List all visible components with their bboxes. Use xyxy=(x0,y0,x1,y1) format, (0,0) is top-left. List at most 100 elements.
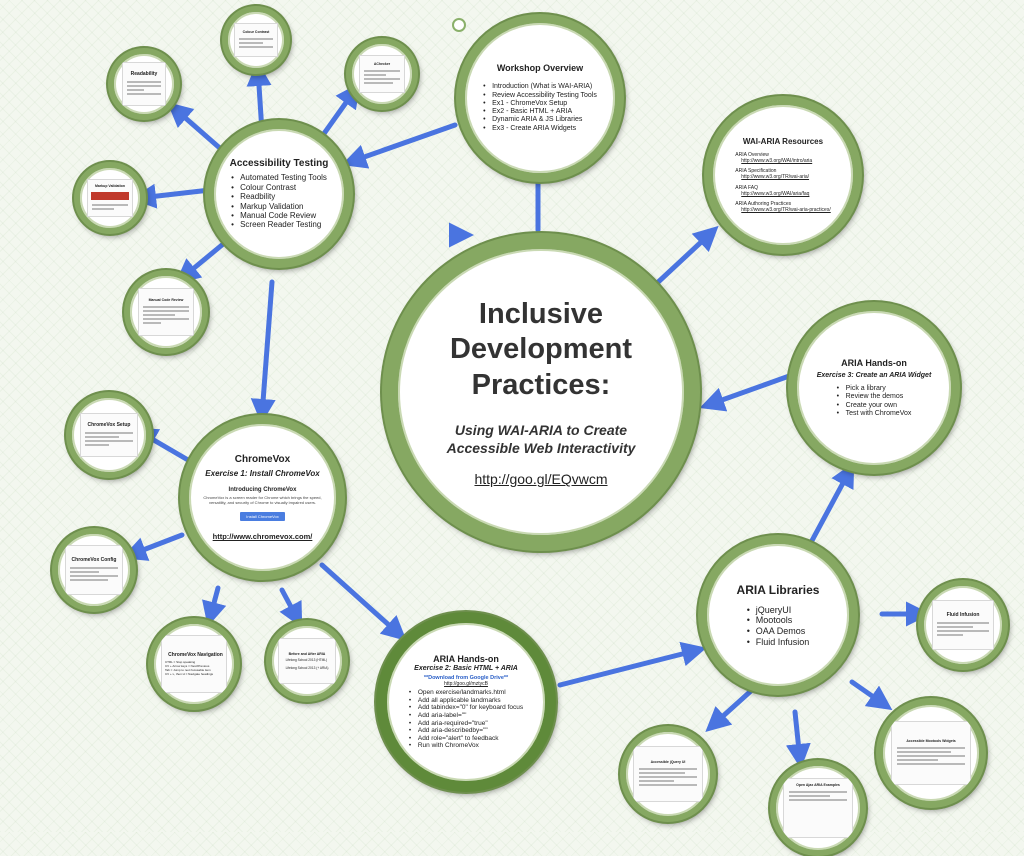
thumb-title: ChromeVox Setup xyxy=(87,422,131,428)
arrow-handson2-to-libraries xyxy=(557,641,707,688)
aria-libraries-title: ARIA Libraries xyxy=(736,582,820,597)
list-item: Ex3 - Create ARIA Widgets xyxy=(483,125,597,134)
download-note: **Download from Google Drive** xyxy=(423,674,509,681)
arrow-chromevox-to-navigation xyxy=(202,585,227,627)
list-item: Add aria-required="true" xyxy=(409,720,523,728)
resource-link[interactable]: http://www.w3.org/WAI/intro/aria xyxy=(741,157,813,164)
chromevox-setup-thumb: ChromeVox Setup xyxy=(80,413,138,457)
list-item: Manual Code Review xyxy=(231,211,327,221)
chromevox-subtitle: Exercise 1: Install ChromeVox xyxy=(205,468,320,478)
zoom-icon[interactable] xyxy=(452,18,466,32)
arrow-libraries-to-mootools xyxy=(849,679,893,711)
aria-handson-3-subtitle: Exercise 3: Create an ARIA Widget xyxy=(816,372,932,379)
accessibility-testing-title: Accessibility Testing xyxy=(229,158,329,170)
chromevox-install-button[interactable]: Install ChromeVox xyxy=(240,512,285,522)
thumb-title: Before and After ARIA xyxy=(288,652,326,657)
arrow-chromevox-to-config xyxy=(121,532,185,561)
resource-label: ARIA FAQ xyxy=(735,184,759,191)
fluid-infusion-node[interactable]: Fluid Infusion xyxy=(918,580,1008,670)
list-item: CTRL = Stop speaking xyxy=(165,659,196,664)
chromevox-navigation-thumb: ChromeVox Navigation CTRL = Stop speakin… xyxy=(161,635,227,693)
markup-validation-node[interactable]: Markup Validation xyxy=(74,162,146,234)
aria-handson-2-title: ARIA Hands-on xyxy=(433,653,499,664)
fluid-infusion-thumb: Fluid Infusion xyxy=(932,600,994,650)
open-ajax-thumb: Open Ajax ARIA Examples xyxy=(783,778,853,838)
arrow-libraries-to-jqueryui xyxy=(705,687,755,733)
thumb-title: Fluid Infusion xyxy=(946,612,980,618)
aria-handson-3-list: Pick a library Review the demos Create y… xyxy=(837,385,912,418)
arrow-testing-to-manual xyxy=(175,237,231,284)
list-item: Lifelong School 2013 (HTML) xyxy=(285,658,328,663)
readability-thumb: Readability xyxy=(122,62,166,106)
list-item: Run with ChromeVox xyxy=(409,742,523,750)
list-item: Add aria-describedby="" xyxy=(409,727,523,735)
colour-contrast-node[interactable]: Colour Contrast xyxy=(222,6,290,74)
list-item: Ex1 - ChromeVox Setup xyxy=(483,100,597,109)
aria-handson-2-node: ARIA Hands-on Exercise 2: Basic HTML + A… xyxy=(376,612,556,792)
resource-label: ARIA Specification xyxy=(735,168,777,174)
arrow-handson3-to-central xyxy=(699,372,795,412)
achecker-thumb: AChecker xyxy=(359,55,405,93)
achecker-node[interactable]: AChecker xyxy=(346,38,418,110)
chromevox-setup-node[interactable]: ChromeVox Setup xyxy=(66,392,152,478)
list-item: OAA Demos xyxy=(747,626,810,637)
list-item: CV + Arrow keys = Next/Previous xyxy=(165,663,210,668)
list-item: Dynamic ARIA & JS Libraries xyxy=(483,116,597,125)
aria-handson-2-list: Open exercise/landmarks.html Add all app… xyxy=(409,689,523,750)
aria-handson-3-title: ARIA Hands-on xyxy=(841,358,907,368)
accessible-jqueryui-node[interactable]: Accessible jQuery UI xyxy=(620,726,716,822)
resource-link[interactable]: http://www.w3.org/TR/wai-aria-practices/ xyxy=(741,207,831,214)
aria-libraries-list: jQueryUI Mootools OAA Demos Fluid Infusi… xyxy=(747,605,810,647)
resource-link[interactable]: http://www.w3.org/TR/wai-aria/ xyxy=(741,174,810,181)
resource-label: ARIA Overview xyxy=(735,151,769,158)
list-item: Lifelong School 2013 (+ ARIA) xyxy=(285,665,329,670)
chromevox-node: ChromeVox Exercise 1: Install ChromeVox … xyxy=(180,415,345,580)
manual-code-review-node[interactable]: Manual Code Review xyxy=(124,270,208,354)
list-item: Add role="alert" to feedback xyxy=(409,735,523,743)
central-node: Inclusive Development Practices: Using W… xyxy=(382,233,700,551)
arrow-libraries-to-handson3 xyxy=(805,462,855,551)
thumb-title: Accessible Mootools Widgets xyxy=(906,739,956,743)
workshop-overview-node: Workshop Overview Introduction (What is … xyxy=(456,14,624,182)
workshop-overview-list: Introduction (What is WAI-ARIA) Review A… xyxy=(483,83,597,133)
arrow-testing-to-achecker xyxy=(315,82,361,145)
accessible-mootools-node[interactable]: Accessible Mootools Widgets xyxy=(876,698,986,808)
download-link[interactable]: http://goo.gl/mztycB xyxy=(444,680,488,687)
list-item: Screen Reader Testing xyxy=(231,220,327,230)
colour-contrast-thumb: Colour Contrast xyxy=(234,23,278,57)
open-ajax-node[interactable]: Open Ajax ARIA Examples xyxy=(770,760,866,856)
central-link[interactable]: http://goo.gl/EQvwcm xyxy=(474,471,608,488)
arrow-chromevox-to-handson2 xyxy=(319,562,407,642)
thumb-title: AChecker xyxy=(373,62,391,66)
accessible-jqueryui-thumb: Accessible jQuery UI xyxy=(633,746,703,802)
chromevox-navigation-node[interactable]: ChromeVox Navigation CTRL = Stop speakin… xyxy=(148,618,240,710)
arrow-testing-to-readability xyxy=(167,102,225,153)
accessibility-testing-list: Automated Testing Tools Colour Contrast … xyxy=(231,173,327,230)
accessibility-testing-node: Accessibility Testing Automated Testing … xyxy=(205,120,353,268)
arrow-central-to-resources xyxy=(652,225,719,288)
chromevox-config-node[interactable]: ChromeVox Config xyxy=(52,528,136,612)
list-item: Review the demos xyxy=(837,393,912,402)
aria-resources-list: ARIA Overview http://www.w3.org/WAI/intr… xyxy=(735,152,830,214)
manual-code-review-thumb: Manual Code Review xyxy=(138,288,194,336)
list-item: Ex2 - Basic HTML + ARIA xyxy=(483,108,597,117)
list-item: Review Accessibility Testing Tools xyxy=(483,92,597,101)
list-item: Markup Validation xyxy=(231,202,327,212)
list-item: Introduction (What is WAI-ARIA) xyxy=(483,83,597,92)
aria-resources-title: WAI-ARIA Resources xyxy=(742,136,824,146)
workshop-overview-title: Workshop Overview xyxy=(496,63,584,74)
thumb-title: Accessible jQuery UI xyxy=(650,760,686,764)
chromevox-link[interactable]: http://www.chromevox.com/ xyxy=(212,532,313,542)
list-item: Add all applicable landmarks xyxy=(409,697,523,705)
thumb-title: Manual Code Review xyxy=(148,298,184,302)
list-item: Fluid Infusion xyxy=(747,637,810,648)
readability-node[interactable]: Readability xyxy=(108,48,180,120)
resource-link[interactable]: http://www.w3.org/WAI/aria/faq xyxy=(741,190,810,197)
list-item: Add tabindex="0" for keyboard focus xyxy=(409,704,523,712)
arrow-overview-to-testing xyxy=(341,122,458,169)
list-item: Test with ChromeVox xyxy=(837,410,912,419)
before-after-aria-node[interactable]: Before and After ARIA Lifelong School 20… xyxy=(266,620,348,702)
thumb-title: Readability xyxy=(130,71,158,77)
list-item: Create your own xyxy=(837,402,912,411)
arrow-chromevox-to-beforeafter xyxy=(279,587,303,628)
